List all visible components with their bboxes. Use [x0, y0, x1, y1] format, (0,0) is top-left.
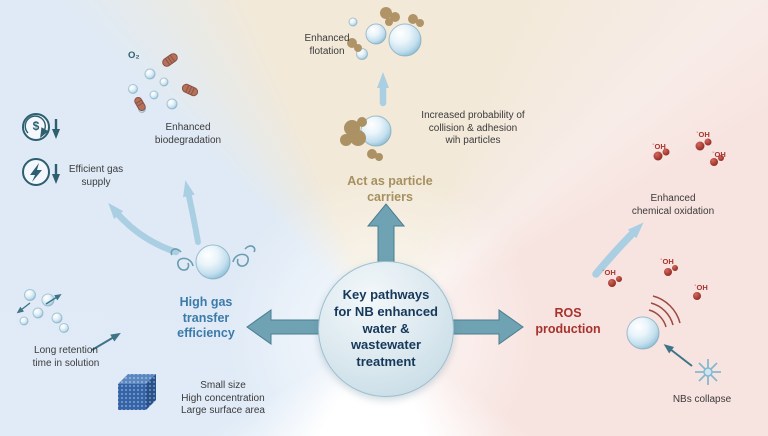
nbs-collapse-label: NBs collapse — [672, 394, 732, 405]
high-gas-transfer-title: High gas transfer efficiency — [177, 295, 235, 341]
ros-production-title: ROS production — [535, 306, 601, 336]
efficient-gas-supply-label: Efficient gas supply — [68, 164, 124, 188]
long-retention-label: Long retention time in solution — [32, 345, 100, 369]
oh-radical-label: ˙OH — [696, 130, 710, 139]
gas-transfer-arrow-to-icons — [108, 202, 180, 256]
retention-bubbles — [16, 289, 69, 333]
oh-radical-label: ˙OH — [660, 257, 674, 266]
oh-radical-label: ˙OH — [652, 142, 666, 151]
center-title: Key pathways for NB enhanced water & was… — [333, 286, 438, 370]
o2-label: O₂ — [128, 50, 140, 61]
dollar-sign: $ — [32, 119, 40, 133]
ros-bubble — [626, 316, 660, 350]
enhanced-biodegradation-label: Enhanced biodegradation — [154, 122, 222, 146]
particle-carriers-title: Act as particle carriers — [347, 174, 433, 204]
cost-reduction-icon — [22, 113, 50, 141]
oh-radical-label: ˙OH — [602, 268, 616, 277]
ros-emission-arcs — [648, 295, 681, 328]
hydroxyl-radical-dots — [608, 138, 724, 300]
spiral-decoration — [170, 245, 256, 271]
particle-blobs-carrier — [340, 117, 383, 161]
energy-icon — [22, 158, 50, 186]
enhanced-oxidation-label: Enhanced chemical oxidation — [631, 193, 715, 217]
center-arrow-left — [246, 309, 321, 345]
gas-transfer-arrow-to-biodegradation — [183, 180, 201, 245]
center-arrow-up — [366, 203, 406, 265]
oh-radical-label: ˙OH — [712, 150, 726, 159]
nanobubble-cube-icon — [118, 374, 156, 410]
center-arrow-right — [449, 309, 524, 345]
particle-blobs-top — [347, 7, 424, 52]
gas-transfer-bubble — [195, 244, 231, 280]
collapse-to-bubble-arrow — [663, 344, 693, 367]
ros-up-arrow — [592, 222, 644, 278]
center-hub: Key pathways for NB enhanced water & was… — [318, 261, 454, 397]
nb-collapse-icon — [695, 359, 721, 385]
bacteria-icon — [134, 53, 199, 112]
flotation-bubbles — [348, 17, 422, 60]
collision-adhesion-label: Increased probability of collision & adh… — [421, 110, 525, 146]
retention-arrow — [91, 332, 121, 351]
oh-radical-label: ˙OH — [694, 283, 708, 292]
enhanced-flotation-label: Enhanced flotation — [304, 33, 350, 57]
nb-properties-label: Small size High concentration Large surf… — [181, 380, 265, 416]
biodegradation-bubbles — [128, 68, 178, 113]
